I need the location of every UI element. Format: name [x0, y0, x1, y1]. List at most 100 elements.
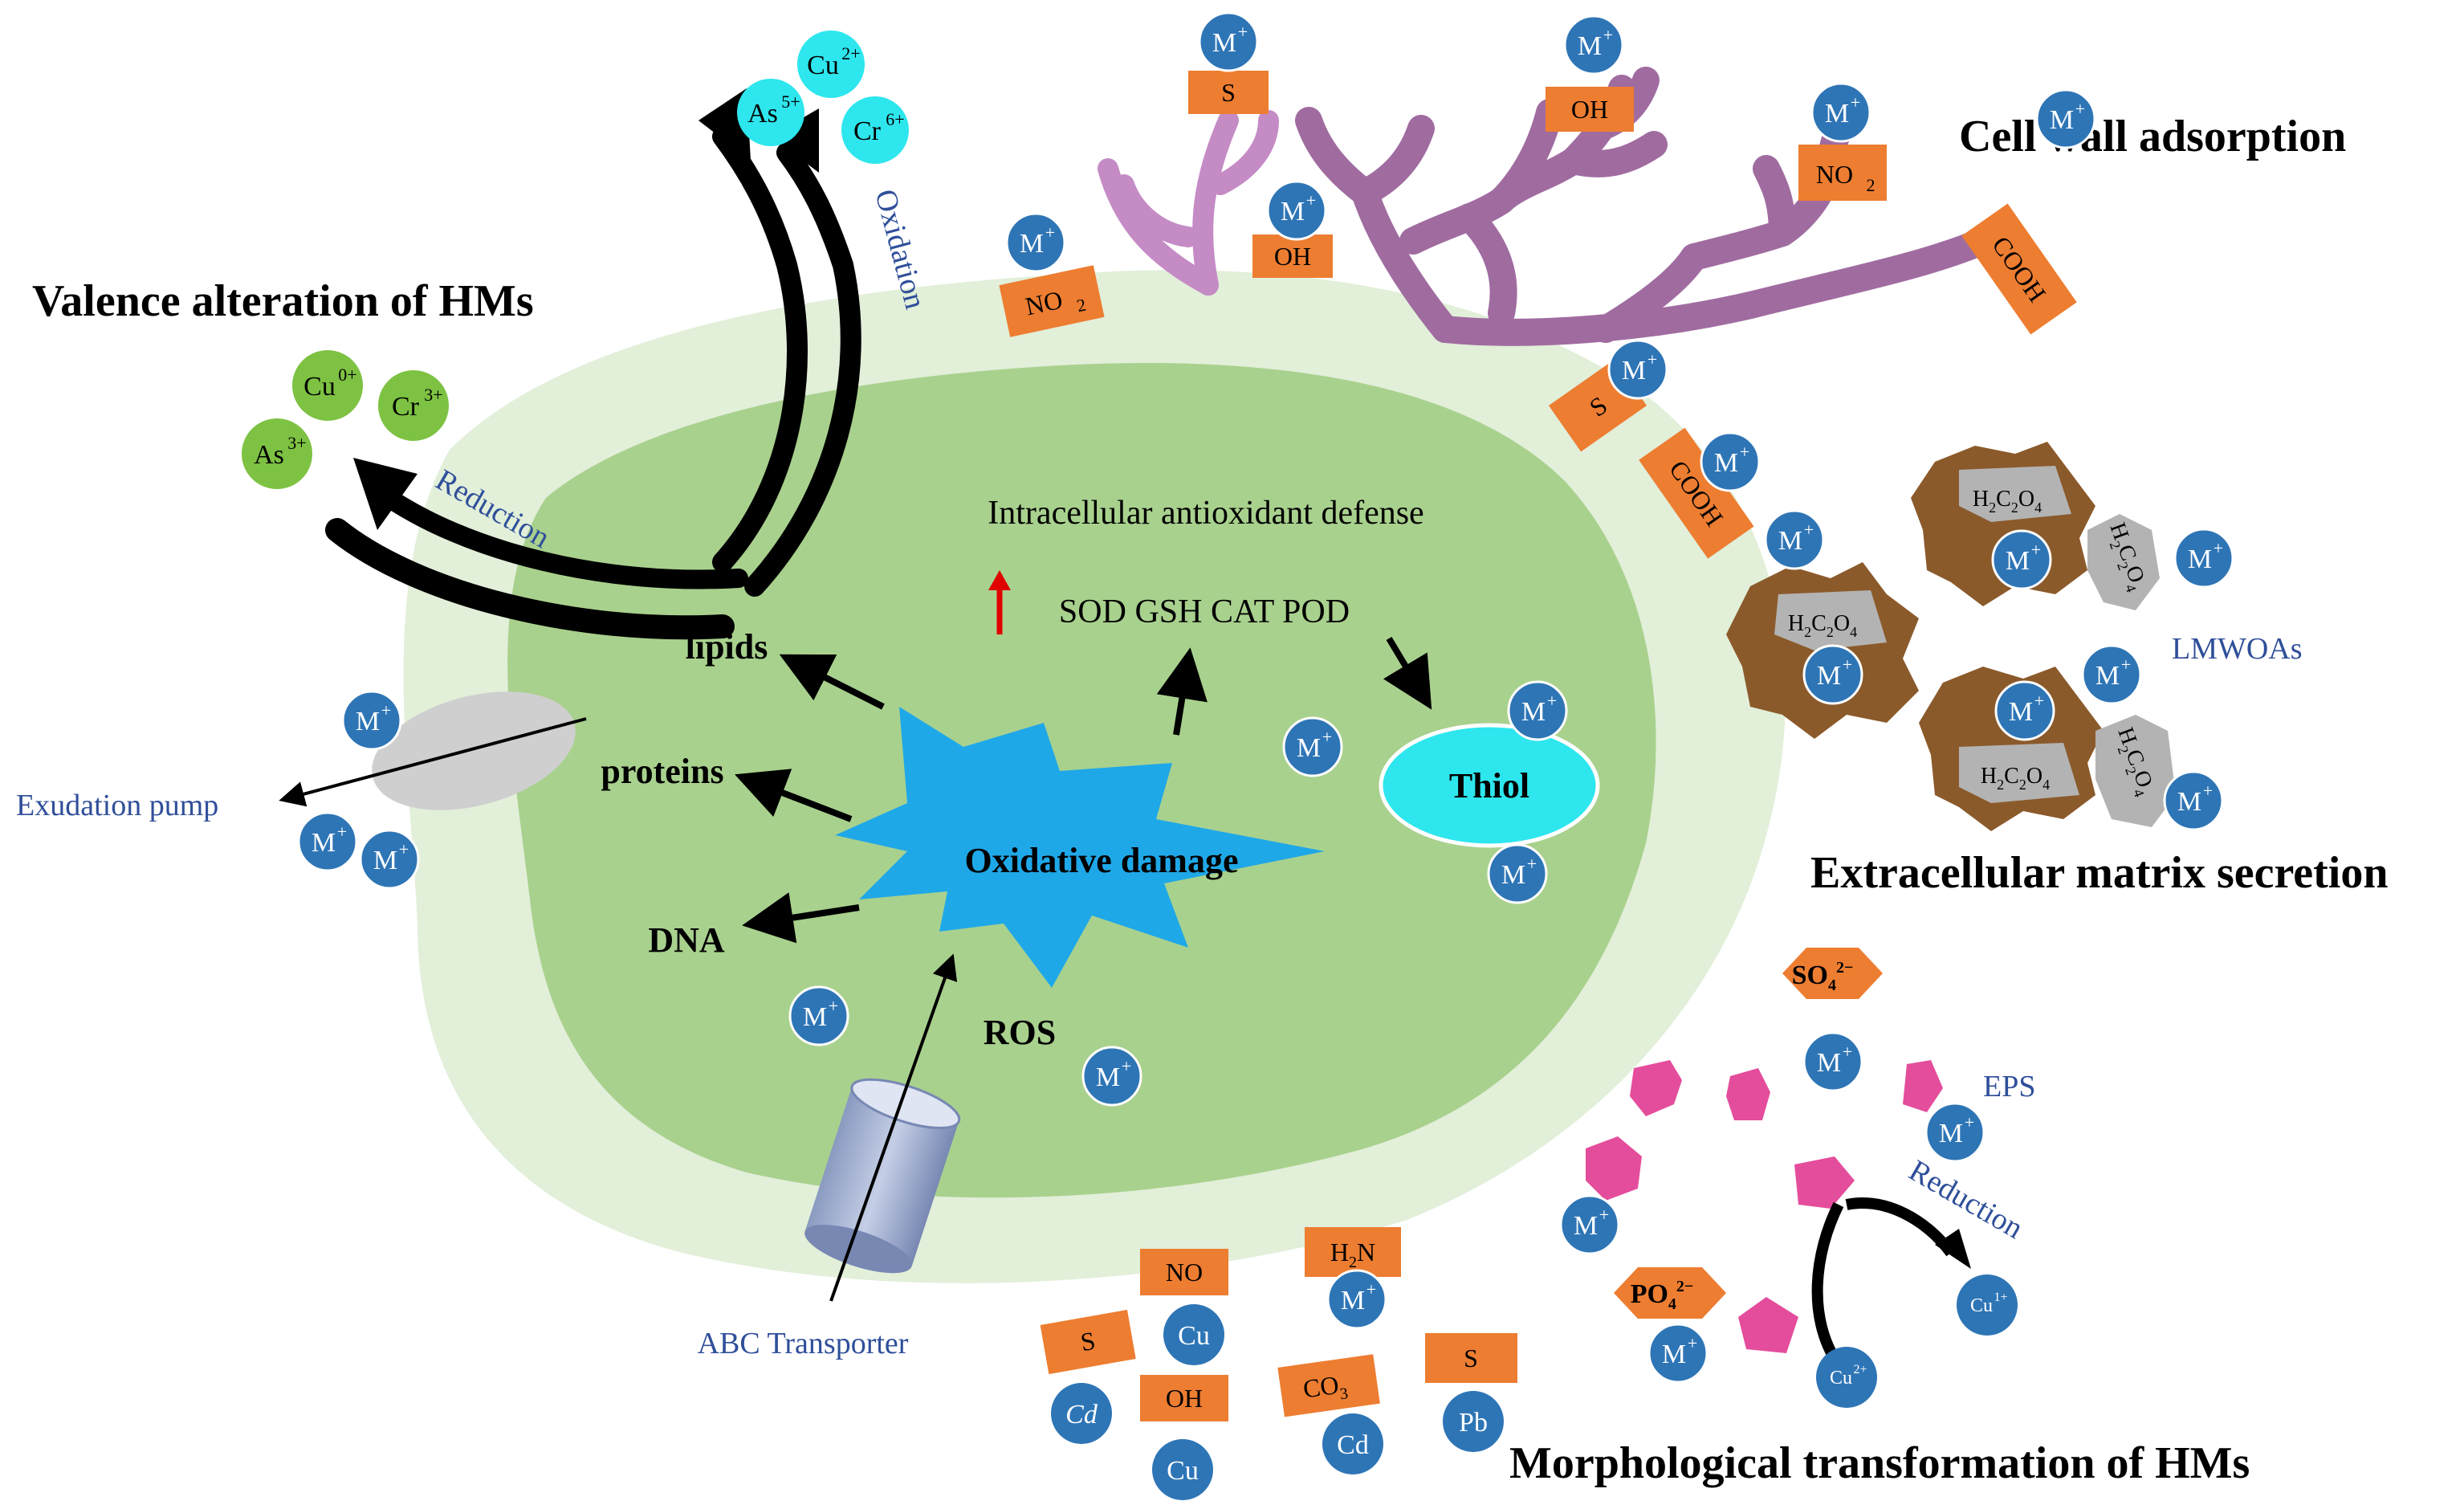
- ion-cr6: Cr 6+: [841, 96, 909, 164]
- svg-text:M: M: [1662, 1340, 1686, 1369]
- metal-ion-m: M+: [1764, 509, 1825, 570]
- svg-text:Cr: Cr: [392, 392, 420, 422]
- cylinder-transporter-icon: [804, 1078, 961, 1274]
- svg-text:+: +: [381, 700, 391, 720]
- ion-cd-bottom-2: Cd: [1322, 1413, 1383, 1474]
- svg-text:NO: NO: [1816, 160, 1853, 189]
- svg-text:M: M: [2177, 787, 2201, 817]
- group-box-no2-left: NO 2: [999, 265, 1105, 337]
- metal-ion-m: M+: [1924, 1102, 1985, 1163]
- svg-text:H2N: H2N: [1330, 1238, 1375, 1271]
- svg-text:M: M: [1341, 1286, 1365, 1315]
- ion-cr3: Cr 3+: [378, 370, 449, 441]
- group-box-s-bottom-right: S: [1425, 1333, 1517, 1383]
- svg-text:2: 2: [1867, 175, 1875, 195]
- oxidation-arrowhead-2: [771, 108, 819, 173]
- eps-shapes: [1586, 1060, 1943, 1353]
- svg-text:+: +: [2031, 540, 2041, 560]
- svg-text:+: +: [1306, 190, 1316, 210]
- dna-label: DNA: [648, 920, 725, 960]
- svg-text:2+: 2+: [1853, 1363, 1867, 1376]
- svg-text:+: +: [1045, 222, 1055, 243]
- svg-text:+: +: [1740, 442, 1749, 462]
- svg-text:+: +: [1547, 691, 1557, 711]
- svg-text:M: M: [803, 1002, 827, 1032]
- metal-ion-m: M+: [1700, 431, 1761, 492]
- metal-ion-m: M+: [1810, 82, 1871, 143]
- abc-arrow: [829, 953, 958, 1302]
- svg-text:+: +: [1366, 1279, 1376, 1299]
- exudation-pump-label: Exudation pump: [16, 789, 218, 822]
- svg-text:M: M: [1778, 526, 1802, 556]
- ion-pb-bottom: Pb: [1443, 1391, 1504, 1452]
- svg-text:S: S: [1464, 1344, 1478, 1372]
- svg-text:Cu: Cu: [1970, 1295, 1993, 1316]
- cell-wall-branch-large: [1295, 67, 1997, 346]
- ion-cd-bottom-1: Cd: [1051, 1383, 1112, 1444]
- valence-heading: Valence alteration of HMs: [32, 276, 534, 326]
- metal-ion-m: M+: [1081, 1046, 1142, 1107]
- ion-as5: As 5+: [737, 79, 804, 146]
- po4-hexagon: PO42−: [1614, 1267, 1726, 1319]
- svg-text:Cu: Cu: [303, 372, 336, 402]
- svg-text:M: M: [1714, 448, 1738, 478]
- svg-text:0+: 0+: [338, 365, 356, 385]
- group-box-oh-bottom: OH: [1140, 1375, 1228, 1421]
- svg-text:Cr: Cr: [853, 116, 882, 146]
- svg-text:M: M: [1939, 1119, 1963, 1148]
- svg-text:M: M: [1297, 733, 1321, 763]
- svg-text:M: M: [2006, 546, 2030, 576]
- svg-text:Cu: Cu: [1167, 1456, 1199, 1486]
- lmwoa-side-3: H2C2O4: [2095, 715, 2176, 827]
- svg-text:+: +: [1322, 727, 1332, 747]
- morphological-heading: Morphological transformation of HMs: [1509, 1438, 2250, 1488]
- metal-ion-m: M+: [341, 690, 402, 751]
- svg-text:CO3: CO3: [1301, 1368, 1350, 1408]
- metal-ion-m: M+: [359, 829, 420, 890]
- group-box-co3-bottom: CO3: [1277, 1354, 1380, 1417]
- svg-text:S: S: [1078, 1326, 1098, 1357]
- ion-cu-bottom-2: Cu: [1152, 1439, 1213, 1500]
- svg-text:As: As: [747, 99, 778, 128]
- svg-text:M: M: [2050, 105, 2074, 135]
- svg-text:NO: NO: [1166, 1258, 1203, 1287]
- cell-wall-heading: Cell wall adsorption: [1959, 112, 2346, 161]
- lmwoas-label: LMWOAs: [2172, 632, 2303, 666]
- svg-text:M: M: [312, 828, 336, 858]
- group-box-s-bottom-left: S: [1040, 1309, 1136, 1375]
- svg-text:+: +: [1843, 1042, 1852, 1062]
- metal-ion-m: M+: [1198, 11, 1259, 72]
- metal-ion-m: M+: [1563, 14, 1624, 75]
- svg-text:3+: 3+: [424, 385, 442, 405]
- svg-text:M: M: [1825, 99, 1849, 128]
- proteins-label: proteins: [601, 752, 723, 791]
- svg-text:+: +: [1843, 655, 1852, 675]
- oxidative-damage-burst: [835, 707, 1325, 988]
- metal-ion-m: M+: [2163, 770, 2224, 831]
- metal-ion-m: M+: [1005, 212, 1066, 273]
- metal-ion-group: M+M+M+M+M+M+M+M+M+M+M+M+M+M+M+M+M+M+M+M+…: [297, 11, 2234, 1384]
- svg-text:+: +: [1804, 520, 1814, 540]
- svg-text:OH: OH: [1274, 242, 1311, 271]
- group-box-no-bottom: NO: [1140, 1249, 1228, 1295]
- svg-text:Cd: Cd: [1065, 1400, 1098, 1429]
- lmwoa-side-2: H2C2O4: [2087, 514, 2160, 610]
- metal-ion-m: M+: [1991, 529, 2052, 590]
- group-box-cooh-top: COOH: [1961, 203, 2077, 335]
- svg-text:M: M: [1521, 697, 1546, 727]
- ion-cu0: Cu 0+: [292, 350, 363, 421]
- svg-text:+: +: [1965, 1112, 1974, 1132]
- metal-ion-m: M+: [1607, 339, 1668, 400]
- svg-text:M: M: [1622, 356, 1646, 385]
- metal-ion-m: M+: [1647, 1323, 1709, 1384]
- reduction-arrowhead: [353, 458, 417, 530]
- reduction-arrows: [325, 480, 748, 640]
- metal-ion-m: M+: [2173, 528, 2234, 589]
- group-box-no2-right: NO 2: [1798, 145, 1887, 201]
- ion-cu2-bottom: Cu 2+: [1816, 1347, 1877, 1408]
- metal-ion-m: M+: [1559, 1194, 1620, 1255]
- ion-cu1: Cu 1+: [1957, 1274, 2018, 1336]
- red-up-arrow-icon: [988, 570, 1011, 634]
- svg-text:+: +: [2121, 655, 2131, 675]
- metal-ion-m: M+: [1802, 1031, 1863, 1092]
